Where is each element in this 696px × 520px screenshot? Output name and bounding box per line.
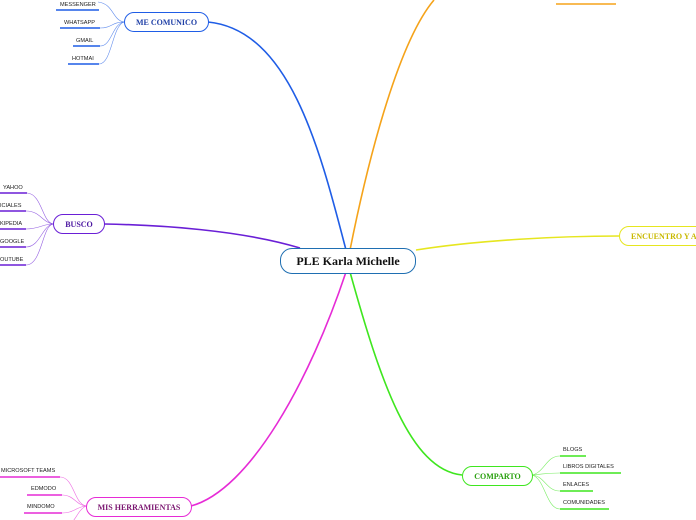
connector-encuentro xyxy=(415,235,620,251)
connector-me-comunico xyxy=(207,21,347,251)
leaf-comunidades[interactable]: COMUNIDADES xyxy=(563,500,605,506)
leaf-mindomo[interactable]: MINDOMO xyxy=(27,504,55,510)
branch-me-comunico[interactable]: ME COMUNICO xyxy=(124,12,209,32)
sub-connector xyxy=(73,505,87,520)
connector-comparto xyxy=(349,271,463,476)
leaf-enlaces[interactable]: ENLACES xyxy=(563,482,590,488)
connector-mis-herramientas xyxy=(190,271,347,507)
sub-connector xyxy=(97,1,125,23)
leaf-wikipedia[interactable]: KIPEDIA xyxy=(0,221,23,227)
sub-connector xyxy=(531,455,561,476)
sub-connector xyxy=(61,494,87,507)
sub-connector xyxy=(99,21,125,29)
leaf-oficiales[interactable]: ICIALES xyxy=(0,203,22,209)
sub-connector xyxy=(531,472,561,476)
leaf-google[interactable]: GOOGLE xyxy=(0,239,25,245)
sub-connector xyxy=(25,223,54,248)
leaf-hotmai[interactable]: HOTMAI xyxy=(72,56,94,62)
branch-busco[interactable]: BUSCO xyxy=(53,214,105,234)
branch-encuentro[interactable]: ENCUENTRO Y A xyxy=(619,226,696,246)
leaf-microsoft-teams[interactable]: MICROSOFT TEAMS xyxy=(1,468,56,474)
sub-connector xyxy=(61,505,87,514)
sub-connector xyxy=(59,476,87,507)
leaf-yahoo[interactable]: YAHOO xyxy=(3,185,23,191)
connector-busco xyxy=(103,223,301,249)
sub-connector xyxy=(98,21,125,65)
leaf-whatsapp[interactable]: WHATSAPP xyxy=(64,20,95,26)
sub-connector xyxy=(531,474,561,510)
sub-connector xyxy=(25,223,54,266)
sub-connector xyxy=(25,210,54,225)
sub-connector xyxy=(99,21,125,47)
leaf-messenger[interactable]: MESSENGER xyxy=(60,2,96,8)
leaf-edmodo[interactable]: EDMODO xyxy=(31,486,57,492)
central-topic[interactable]: PLE Karla Michelle xyxy=(280,248,416,274)
branch-comparto[interactable]: COMPARTO xyxy=(462,466,533,486)
leaf-youtube[interactable]: OUTUBE xyxy=(0,257,24,263)
branch-mis-herramientas[interactable]: MIS HERRAMIENTAS xyxy=(86,497,192,517)
leaf-libros-digitales[interactable]: LIBROS DIGITALES xyxy=(563,464,614,470)
sub-connector xyxy=(25,223,54,230)
leaf-gmail[interactable]: GMAIL xyxy=(76,38,94,44)
connector-top-right xyxy=(349,0,435,251)
sub-connector xyxy=(26,192,54,225)
leaf-blogs[interactable]: BLOGS xyxy=(563,447,583,453)
sub-connector xyxy=(531,474,561,492)
